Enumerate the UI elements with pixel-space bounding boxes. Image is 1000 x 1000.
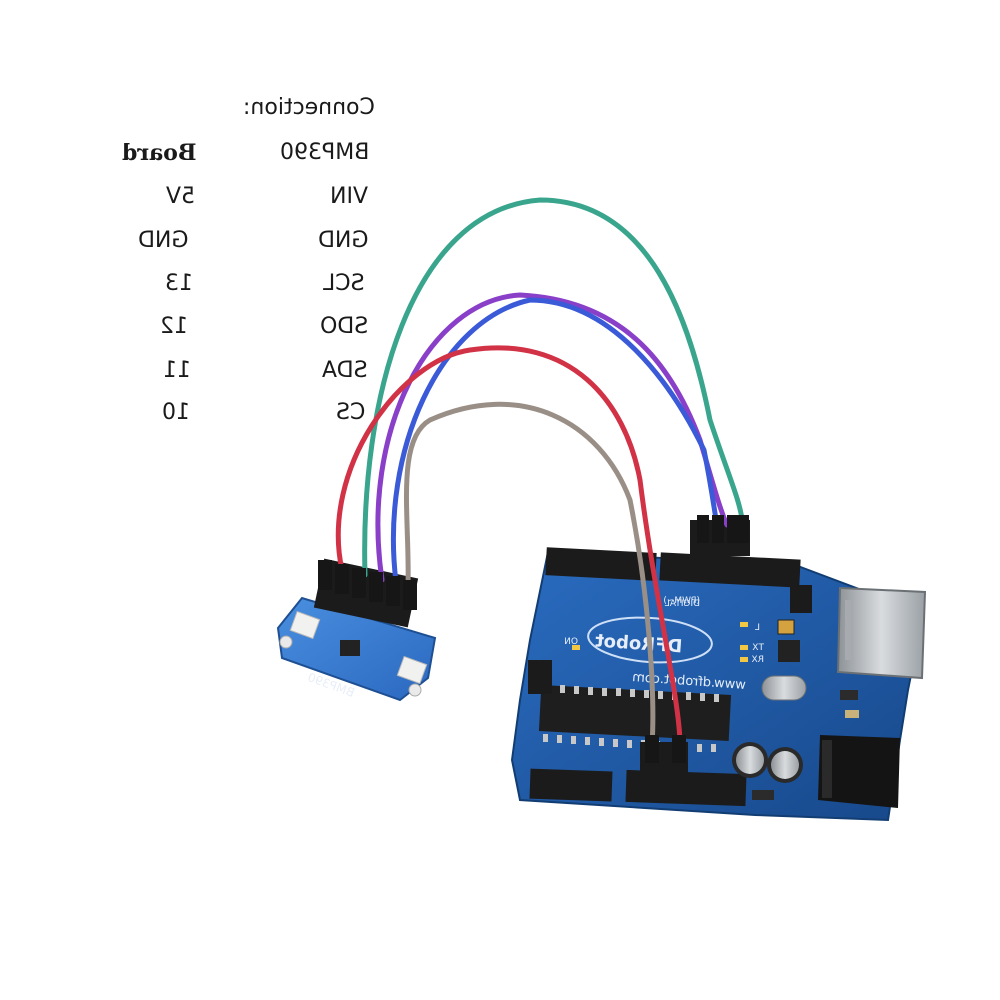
board-dupont-ends — [645, 515, 749, 763]
arduino-board: DFRobot www.dfrobot.com (PWM~) DIGITAL O… — [510, 547, 927, 822]
header-bottom-left — [529, 768, 613, 802]
board-rx-text: RX — [752, 655, 764, 665]
board-pwm-text: (PWM~) — [663, 596, 700, 606]
qwiic-connector-2 — [396, 655, 428, 685]
wire-purple — [375, 292, 730, 583]
jumper-wires — [335, 197, 746, 748]
led-on — [572, 645, 580, 650]
led-l — [740, 622, 748, 627]
wire-blue — [390, 297, 720, 585]
led-tx — [740, 645, 748, 650]
header-top-left — [545, 547, 657, 581]
icsp-header-2 — [528, 660, 552, 694]
crystal — [761, 675, 807, 701]
microcontroller-chip — [538, 685, 732, 741]
board-tx-text: TX — [752, 643, 765, 653]
power-jack — [818, 735, 900, 808]
module-dupont-ends — [318, 560, 417, 610]
small-chip — [778, 640, 800, 662]
board-l-text: L — [755, 623, 760, 633]
icsp-header — [790, 585, 812, 613]
header-top-right — [659, 552, 801, 588]
wire-red — [335, 345, 683, 748]
sensor-chip — [340, 640, 360, 656]
qwiic-connector-1 — [289, 610, 321, 640]
usb-jack — [836, 586, 927, 680]
wire-gray — [403, 401, 656, 748]
board-on-text: ON — [564, 637, 578, 647]
icsp-pads — [777, 619, 795, 635]
led-rx — [740, 657, 748, 662]
board-digital-text: DIGITAL — [665, 599, 700, 609]
wire-teal — [362, 197, 746, 578]
